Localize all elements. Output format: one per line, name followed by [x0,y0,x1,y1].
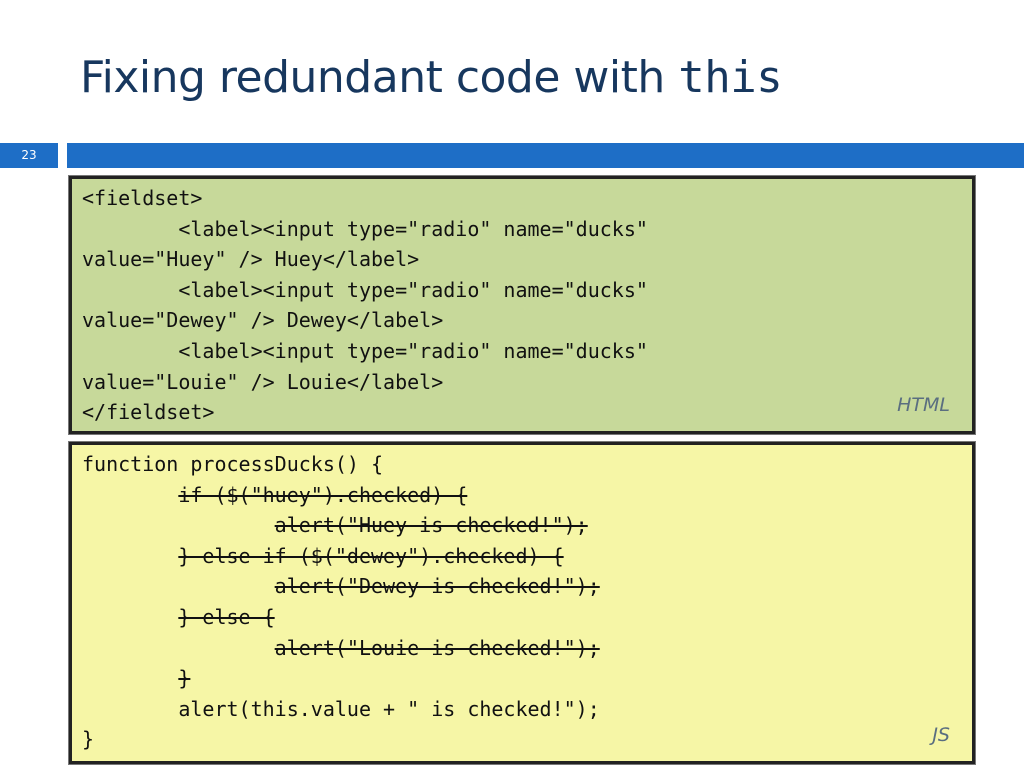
js-code-box: function processDucks() { if ($("huey").… [69,442,975,764]
html-code-line: <label><input type="radio" name="ducks" [82,338,648,363]
js-code-line-struck: alert("Huey is checked!"); [82,513,588,538]
html-code-line: value="Louie" /> Louie</label> [82,369,444,394]
struck-code: if ($("huey").checked) { [178,482,468,507]
js-code-line: } [82,727,95,752]
title-divider-bar [67,143,1024,168]
html-code-line: <label><input type="radio" name="ducks" [82,216,648,241]
js-code-line-struck: if ($("huey").checked) { [82,480,972,511]
html-code-line: <fieldset> [82,186,203,210]
js-code-line-struck: alert("Dewey is checked!"); [82,574,600,599]
html-code-box: <fieldset> <label><input type="radio" na… [69,176,975,434]
html-code-line: <label><input type="radio" name="ducks" [82,277,648,302]
html-code-line: value="Dewey" /> Dewey</label> [82,308,444,333]
js-code-line-struck: alert("Louie is checked!"); [82,635,600,660]
js-code-line: function processDucks() { [82,452,384,476]
slide-title-code: this [678,52,783,103]
js-code-line-struck: } else { [82,604,275,629]
html-language-label: HTML [897,394,950,417]
js-code-line: alert(this.value + " is checked!"); [82,696,600,721]
js-code-line-struck: } else if ($("dewey").checked) { [82,543,564,568]
js-code-line-struck: } [82,666,191,691]
slide-title-text: Fixing redundant code with [80,52,679,103]
code-indent [82,483,178,507]
page-number: 23 [0,143,58,168]
slide-title: Fixing redundant code with this [80,52,783,103]
js-language-label: JS [932,724,950,747]
html-code-line: value="Huey" /> Huey</label> [82,247,420,272]
html-code-line: </fieldset> [82,400,215,425]
